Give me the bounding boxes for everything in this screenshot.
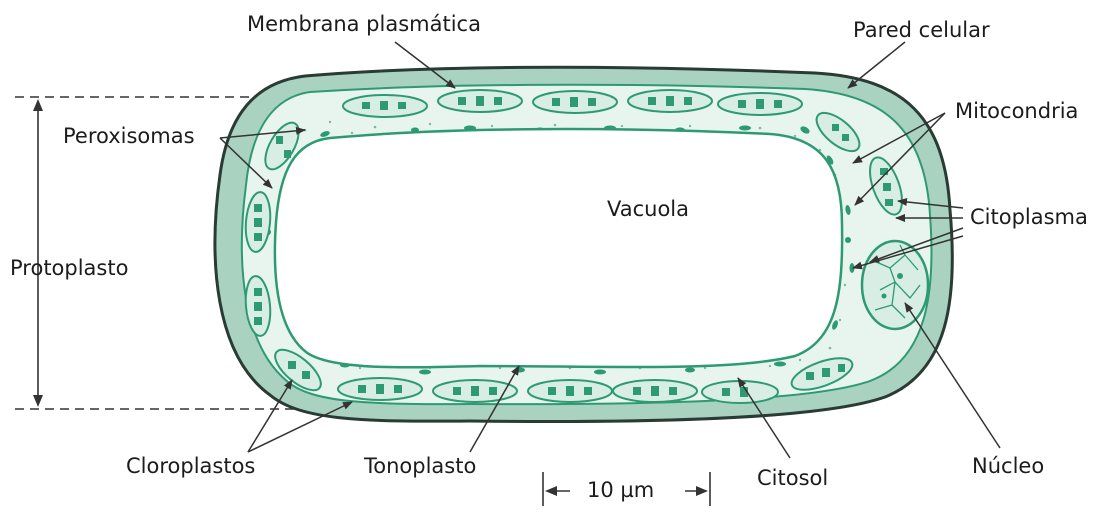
label-protoplasto: Protoplasto [10,258,128,279]
nucleus [862,241,928,329]
label-tonoplasto: Tonoplasto [364,456,476,477]
label-peroxisomas: Peroxisomas [63,126,195,147]
label-scale: 10 µm [587,480,654,501]
vacuole [275,129,842,367]
label-mitocondria: Mitocondria [955,101,1078,122]
protoplasto-bottom-arrow [33,395,43,407]
label-membrana-plasmatica: Membrana plasmática [247,14,481,35]
label-vacuola: Vacuola [607,199,689,220]
label-citosol: Citosol [757,468,828,489]
label-pared-celular: Pared celular [853,20,990,41]
label-cloroplastos: Cloroplastos [126,456,255,477]
label-citoplasma: Citoplasma [970,207,1088,228]
protoplasto-top-arrow [33,99,43,111]
leader-pared [848,42,905,88]
label-nucleo: Núcleo [972,456,1044,477]
